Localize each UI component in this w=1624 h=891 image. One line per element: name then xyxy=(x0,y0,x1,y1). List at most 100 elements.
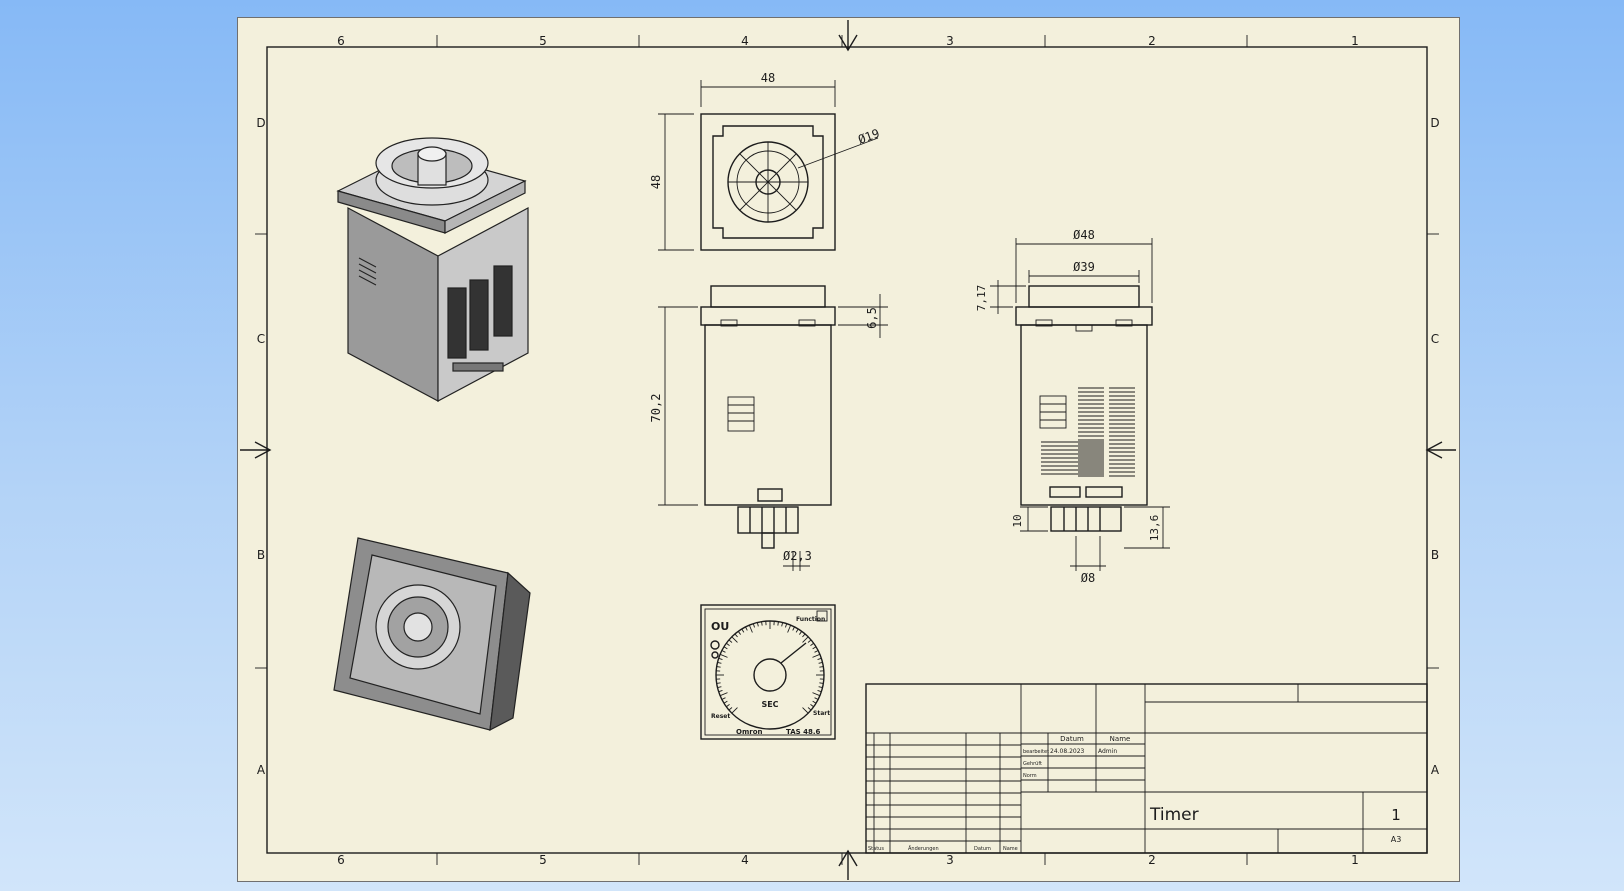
dial-tick xyxy=(807,639,812,643)
dial-view: OU SEC Function Reset Start Omron TAS 48… xyxy=(700,604,836,740)
dial-tick xyxy=(795,628,799,633)
dial-tick xyxy=(812,700,817,704)
tb-name-label: Name xyxy=(1003,846,1018,852)
tb-name-header: Name xyxy=(1110,735,1131,743)
dial-brand: Omron xyxy=(736,728,763,736)
dial-tick xyxy=(745,626,748,631)
tb-row1-label: bearbeitet xyxy=(1023,749,1049,755)
zone-row-d-right: D xyxy=(1430,116,1439,130)
tb-status-label: Status xyxy=(868,846,884,852)
zone-col-2-top: 2 xyxy=(1148,34,1156,48)
dial-tick xyxy=(718,690,723,693)
dial-tick xyxy=(756,622,759,627)
dial-tick xyxy=(817,690,822,693)
dial-tick xyxy=(812,653,821,658)
zone-col-6-top: 6 xyxy=(337,34,345,48)
tb-row1-date: 24.08.2023 xyxy=(1050,748,1085,755)
zone-col-1-top: 1 xyxy=(1351,34,1359,48)
dim-side-outer: Ø48 xyxy=(1073,228,1095,242)
zone-col-4-top: 4 xyxy=(741,34,749,48)
dial-tick xyxy=(752,623,755,628)
zone-row-a-left: A xyxy=(257,763,266,777)
dial-tick xyxy=(817,657,822,660)
zone-col-4-bottom: 4 xyxy=(741,853,749,867)
dial-tick xyxy=(717,661,722,664)
dial-start-label: Start xyxy=(813,710,830,717)
tb-date-label: Datum xyxy=(974,846,991,852)
zone-row-b-right: B xyxy=(1431,548,1439,562)
dial-tick xyxy=(802,707,809,714)
dial-tick xyxy=(819,666,824,668)
dial-function-label: Function xyxy=(796,616,825,623)
dial-tick xyxy=(723,700,728,704)
dim-top-width: 48 xyxy=(761,71,775,85)
dial-tick xyxy=(812,692,821,697)
technical-drawing: 6 5 4 3 2 1 6 5 4 3 2 1 D C B A D C B A xyxy=(240,20,1456,880)
dial-tick xyxy=(787,624,792,633)
dial-tick xyxy=(818,686,823,689)
dim-top-diameter: Ø19 xyxy=(856,126,881,147)
zone-col-5-top: 5 xyxy=(539,34,547,48)
dial-tick xyxy=(761,621,763,626)
dim-side-inner: Ø39 xyxy=(1073,260,1095,274)
zone-col-1-bottom: 1 xyxy=(1351,853,1359,867)
dial-tick xyxy=(723,646,728,650)
dial-tick xyxy=(719,692,728,697)
dial-tick xyxy=(717,686,722,689)
tb-row3-label: Norm xyxy=(1023,773,1037,779)
dial-tick xyxy=(802,636,809,643)
dial-tick xyxy=(819,682,824,684)
zone-row-a-right: A xyxy=(1431,763,1440,777)
dial-tick xyxy=(807,707,812,711)
dial-tick xyxy=(716,682,721,684)
dial-tick xyxy=(728,639,733,643)
dial-tick xyxy=(814,697,819,700)
zone-col-2-bottom: 2 xyxy=(1148,853,1156,867)
zone-row-b-left: B xyxy=(257,548,265,562)
front-view: 70,2 6,5 Ø2,3 xyxy=(649,285,888,571)
zone-row-c-left: C xyxy=(257,332,265,346)
dial-tick xyxy=(726,642,730,646)
dial-tick xyxy=(748,624,753,633)
zone-col-3-bottom: 3 xyxy=(946,853,954,867)
dial-model: TAS 48.6 xyxy=(786,728,821,736)
tb-sheet-format: A3 xyxy=(1391,835,1402,844)
dial-unit-label: SEC xyxy=(761,700,778,709)
dial-tick xyxy=(814,650,819,653)
dim-top-height: 48 xyxy=(649,175,663,189)
dial-tick xyxy=(792,626,795,631)
zone-col-3-top: 3 xyxy=(946,34,954,48)
dial-tick xyxy=(734,633,738,638)
dial-tick xyxy=(718,657,723,660)
svg-text:OU: OU xyxy=(711,620,729,633)
zone-row-d-left: D xyxy=(256,116,265,130)
dim-side-pin-circle: Ø8 xyxy=(1081,571,1095,585)
side-vent-grille xyxy=(1041,387,1135,477)
tb-date-header: Datum xyxy=(1060,735,1084,743)
dial-tick xyxy=(741,628,745,633)
dial-tick xyxy=(810,642,814,646)
dim-front-pin: Ø2,3 xyxy=(783,549,812,563)
zone-ticks xyxy=(255,35,1439,865)
dial-tick xyxy=(726,704,730,708)
dial-tick xyxy=(728,707,733,711)
dim-front-cap: 6,5 xyxy=(865,307,879,329)
isometric-view-top xyxy=(336,137,529,402)
dial-tick xyxy=(731,636,738,643)
tb-drawing-title: Timer xyxy=(1149,805,1199,825)
dial-tick xyxy=(785,623,788,628)
dial-tick xyxy=(737,631,741,635)
dial-tick xyxy=(777,621,779,626)
dial-tick xyxy=(716,666,721,668)
dial-tick xyxy=(721,697,726,700)
zone-row-c-right: C xyxy=(1431,332,1439,346)
dial-tick xyxy=(799,631,803,635)
dial-tick xyxy=(802,633,806,638)
dial-tick xyxy=(731,707,738,714)
side-view: Ø48 Ø39 7,17 10 13,6 Ø8 xyxy=(975,228,1170,585)
dial-tick xyxy=(810,704,814,708)
dim-side-base: 13,6 xyxy=(1148,515,1161,542)
dial-reset-label: Reset xyxy=(711,713,730,720)
dial-scale-ticks xyxy=(716,621,824,714)
top-view: 48 48 Ø19 xyxy=(649,71,881,251)
